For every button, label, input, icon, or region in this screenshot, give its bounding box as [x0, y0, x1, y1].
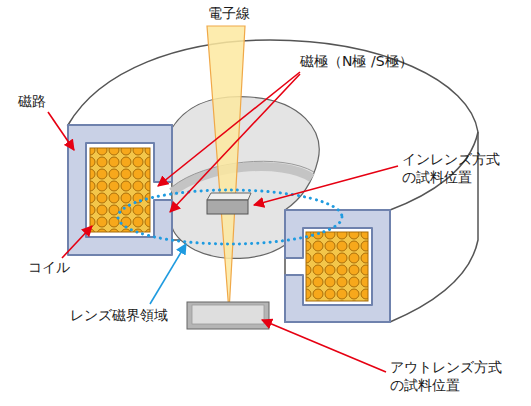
pole-label: 磁極（N極 /S極）: [300, 52, 413, 70]
outlens-label: アウトレンズ方式 の試料位置: [390, 358, 502, 394]
inlens-label: インレンズ方式 の試料位置: [402, 150, 500, 186]
groove-edge: [172, 161, 314, 187]
leader-lines: [48, 72, 398, 372]
beam-label: 電子線: [208, 4, 250, 22]
leader-line: [48, 112, 74, 150]
leader-line: [62, 226, 92, 258]
leader-line: [150, 244, 186, 304]
electron-beam: [207, 26, 245, 312]
coil-left: [90, 148, 150, 232]
leader-line: [254, 166, 398, 205]
leader-line: [158, 72, 300, 186]
outlens-sample: [187, 302, 269, 329]
magnetic-path-label: 磁路: [18, 92, 46, 110]
lens-field-region: [118, 190, 342, 244]
inlens-sample: [207, 193, 251, 214]
leader-line: [262, 320, 386, 372]
leader-line: [170, 74, 300, 212]
field-region-label: レンズ磁界領域: [70, 306, 168, 324]
coil-right: [306, 232, 368, 301]
magnetic-path-right: [285, 210, 390, 322]
coil-label: コイル: [28, 258, 70, 276]
